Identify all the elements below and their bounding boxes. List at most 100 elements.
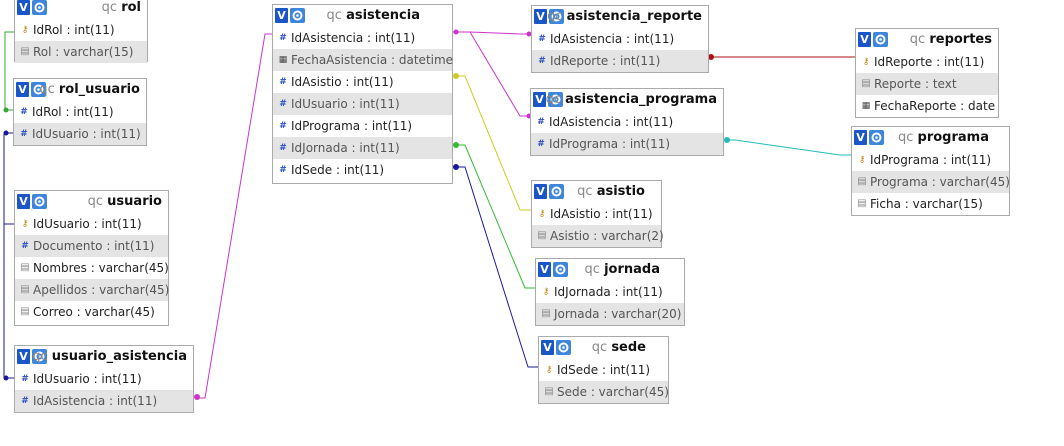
relation-dot xyxy=(526,31,532,37)
table-jornada[interactable]: V qc jornada ⚷IdJornada : int(11) ▤Jorna… xyxy=(535,258,685,326)
gear-icon[interactable] xyxy=(873,32,888,47)
hash-icon: # xyxy=(279,143,287,153)
table-header[interactable]: V qc rol_usuario xyxy=(14,79,146,101)
field-row[interactable]: ▤Correo : varchar(45) xyxy=(20,305,155,319)
gear-icon[interactable] xyxy=(548,92,563,107)
table-header[interactable]: V qc jornada xyxy=(536,259,684,281)
table-header[interactable]: V qc sede xyxy=(539,337,668,359)
text-type-icon: ▤ xyxy=(20,284,30,295)
text-type-icon: ▤ xyxy=(537,230,547,241)
field-row[interactable]: ▤Asistio : varchar(2) xyxy=(532,225,664,247)
field-row[interactable]: #IdSede : int(11) xyxy=(279,163,385,177)
table-header[interactable]: V qc asistencia xyxy=(273,5,452,27)
field-row[interactable]: ▦FechaAsistencia : datetime xyxy=(273,49,453,71)
field-row[interactable]: ⚷IdUsuario : int(11) xyxy=(21,217,142,231)
gear-icon[interactable] xyxy=(31,82,46,97)
field-row[interactable]: ▤Apellidos : varchar(45) xyxy=(15,279,169,301)
table-header[interactable]: V qc reportes xyxy=(856,29,998,51)
field-row[interactable]: ▤Rol : varchar(15) xyxy=(15,41,147,63)
field-row[interactable]: ⚷IdRol : int(11) xyxy=(21,23,115,37)
toggle-v-button[interactable]: V xyxy=(538,262,551,277)
field-row[interactable]: #IdAsistencia : int(11) xyxy=(279,31,416,45)
table-asistencia[interactable]: V qc asistencia #IdAsistencia : int(11) … xyxy=(272,4,453,184)
field-row[interactable]: #IdUsuario : int(11) xyxy=(21,372,142,386)
gear-icon[interactable] xyxy=(290,8,305,23)
hash-icon: # xyxy=(20,129,28,139)
hash-icon: # xyxy=(20,107,28,117)
table-usuario_asistencia[interactable]: V qc usuario_asistencia #IdUsuario : int… xyxy=(14,345,194,413)
field-row[interactable]: ▤Programa : varchar(45) xyxy=(852,171,1010,193)
toggle-v-button[interactable]: V xyxy=(16,82,29,97)
field-row[interactable]: #IdRol : int(11) xyxy=(20,105,114,119)
gear-icon[interactable] xyxy=(556,340,571,355)
table-reportes[interactable]: V qc reportes ⚷IdReporte : int(11) ▤Repo… xyxy=(855,28,999,118)
table-title: qc rol xyxy=(101,0,141,15)
gear-icon[interactable] xyxy=(32,349,47,364)
field-row[interactable]: ⚷IdReporte : int(11) xyxy=(862,55,985,69)
table-asistencia_programa[interactable]: V qc asistencia_programa #IdAsistencia :… xyxy=(530,88,724,156)
table-header[interactable]: V qc rol xyxy=(15,0,147,19)
field-row[interactable]: ⚷IdSede : int(11) xyxy=(545,363,651,377)
field-row[interactable]: #IdReporte : int(11) xyxy=(532,50,708,72)
field-row[interactable]: ▤Jornada : varchar(20) xyxy=(536,303,684,325)
table-header[interactable]: V qc programa xyxy=(852,127,1009,149)
table-header[interactable]: V qc asistencia_programa xyxy=(531,89,723,111)
table-title: qc asistencia_reporte xyxy=(547,9,702,24)
hash-icon: # xyxy=(537,139,545,149)
field-row[interactable]: ▤Ficha : varchar(15) xyxy=(857,197,983,211)
toggle-v-button[interactable]: V xyxy=(854,130,867,145)
field-row[interactable]: #IdJornada : int(11) xyxy=(273,137,452,159)
gear-icon[interactable] xyxy=(32,0,47,15)
table-title: qc sede xyxy=(591,340,646,355)
field-row[interactable]: ▤Sede : varchar(45) xyxy=(539,381,669,403)
table-header[interactable]: V qc asistio xyxy=(532,181,661,203)
field-row[interactable]: #IdAsistencia : int(11) xyxy=(538,32,675,46)
table-sede[interactable]: V qc sede ⚷IdSede : int(11) ▤Sede : varc… xyxy=(538,336,669,404)
field-row[interactable]: #IdPrograma : int(11) xyxy=(279,119,413,133)
toggle-v-button[interactable]: V xyxy=(534,9,547,24)
field-row[interactable]: ⚷IdAsistio : int(11) xyxy=(538,207,653,221)
table-asistencia_reporte[interactable]: V qc asistencia_reporte #IdAsistencia : … xyxy=(531,5,709,73)
hash-icon: # xyxy=(21,241,29,251)
table-programa[interactable]: V qc programa ⚷IdPrograma : int(11) ▤Pro… xyxy=(851,126,1010,216)
hash-icon: # xyxy=(538,34,546,44)
toggle-v-button[interactable]: V xyxy=(17,349,30,364)
gear-icon[interactable] xyxy=(549,184,564,199)
field-row[interactable]: ▤Nombres : varchar(45) xyxy=(20,261,169,275)
field-row[interactable]: #IdAsistio : int(11) xyxy=(279,75,394,89)
field-row[interactable]: #IdUsuario : int(11) xyxy=(273,93,452,115)
toggle-v-button[interactable]: V xyxy=(858,32,871,47)
gear-icon[interactable] xyxy=(549,9,564,24)
field-row[interactable]: #Documento : int(11) xyxy=(15,235,168,257)
relation-dot xyxy=(724,137,730,143)
field-row[interactable]: ⚷IdPrograma : int(11) xyxy=(858,153,992,167)
gear-icon[interactable] xyxy=(869,130,884,145)
field-row[interactable]: #IdUsuario : int(11) xyxy=(14,123,146,145)
table-header[interactable]: V qc asistencia_reporte xyxy=(532,6,708,28)
field-row[interactable]: ▤Reporte : text xyxy=(856,73,998,95)
toggle-v-button[interactable]: V xyxy=(17,194,30,209)
field-row[interactable]: ▦FechaReporte : date xyxy=(861,99,996,113)
toggle-v-button[interactable]: V xyxy=(17,0,30,15)
field-row[interactable]: #IdAsistencia : int(11) xyxy=(15,390,193,412)
table-asistio[interactable]: V qc asistio ⚷IdAsistio : int(11) ▤Asist… xyxy=(531,180,664,248)
key-icon: ⚷ xyxy=(858,155,866,165)
table-header[interactable]: V qc usuario xyxy=(15,191,168,213)
toggle-v-button[interactable]: V xyxy=(541,340,554,355)
hash-icon: # xyxy=(537,117,545,127)
toggle-v-button[interactable]: V xyxy=(275,8,288,23)
table-title: qc usuario xyxy=(87,194,162,209)
key-icon: ⚷ xyxy=(21,219,29,229)
field-row[interactable]: #IdPrograma : int(11) xyxy=(531,133,723,155)
gear-icon[interactable] xyxy=(553,262,568,277)
table-rol[interactable]: V qc rol ⚷IdRol : int(11) ▤Rol : varchar… xyxy=(14,0,148,63)
key-icon: ⚷ xyxy=(862,57,870,67)
field-row[interactable]: #IdAsistencia : int(11) xyxy=(537,115,674,129)
gear-icon[interactable] xyxy=(32,194,47,209)
toggle-v-button[interactable]: V xyxy=(533,92,546,107)
table-usuario[interactable]: V qc usuario ⚷IdUsuario : int(11) #Docum… xyxy=(14,190,169,326)
table-header[interactable]: V qc usuario_asistencia xyxy=(15,346,193,368)
toggle-v-button[interactable]: V xyxy=(534,184,547,199)
table-rol_usuario[interactable]: V qc rol_usuario #IdRol : int(11) #IdUsu… xyxy=(13,78,147,146)
field-row[interactable]: ⚷IdJornada : int(11) xyxy=(542,285,663,299)
